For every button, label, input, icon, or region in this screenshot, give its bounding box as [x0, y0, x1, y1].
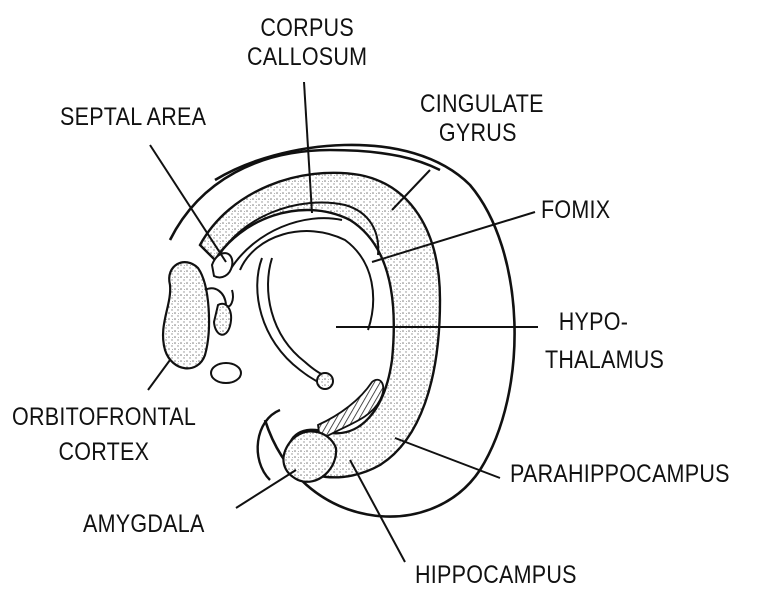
mammillary-body: [317, 373, 333, 389]
amygdala-text: AMYGDALA: [83, 510, 205, 539]
label-parahippocampus: PARAHIPPOCAMPUS: [510, 460, 730, 489]
label-fomix: FOMIX: [541, 196, 610, 225]
fornix-inner-arc-2: [268, 258, 326, 376]
orbitofrontal-line-2: CORTEX: [12, 438, 196, 467]
label-orbitofrontal-cortex: ORBITOFRONTAL CORTEX: [12, 403, 196, 467]
hypothalamus-line-2: THALAMUS: [545, 346, 664, 375]
hypothalamus-line-1: HYPO-: [545, 308, 664, 337]
septal-area-text: SEPTAL AREA: [60, 103, 206, 132]
label-cingulate-gyrus: CINGULATE GYRUS: [420, 90, 544, 148]
fomix-text: FOMIX: [541, 196, 610, 225]
cingulate-line-2: GYRUS: [420, 119, 544, 148]
leader-orbitofrontal: [148, 360, 170, 390]
small-lobule-1: [214, 304, 231, 335]
parahippocampus-text: PARAHIPPOCAMPUS: [510, 460, 730, 489]
leader-hippocampus: [350, 460, 405, 562]
cingulate-line-1: CINGULATE: [420, 90, 544, 119]
hippocampus-text: HIPPOCAMPUS: [415, 561, 577, 590]
small-lobule-2: [211, 363, 241, 383]
corpus-callosum-line-1: CORPUS: [247, 14, 367, 43]
label-corpus-callosum: CORPUS CALLOSUM: [247, 14, 367, 72]
label-septal-area: SEPTAL AREA: [60, 103, 206, 132]
leader-parahippocampus: [395, 438, 500, 478]
label-amygdala: AMYGDALA: [83, 510, 205, 539]
corpus-callosum-line-2: CALLOSUM: [247, 43, 367, 72]
fornix-tube: [240, 231, 373, 330]
fornix-inner-arc: [257, 258, 322, 384]
orbitofrontal-line-1: ORBITOFRONTAL: [12, 403, 196, 432]
label-hippocampus: HIPPOCAMPUS: [415, 561, 577, 590]
leader-septal-area: [150, 145, 226, 262]
orbitofrontal-shape: [163, 262, 209, 368]
label-hypothalamus: HYPO- THALAMUS: [545, 308, 664, 375]
